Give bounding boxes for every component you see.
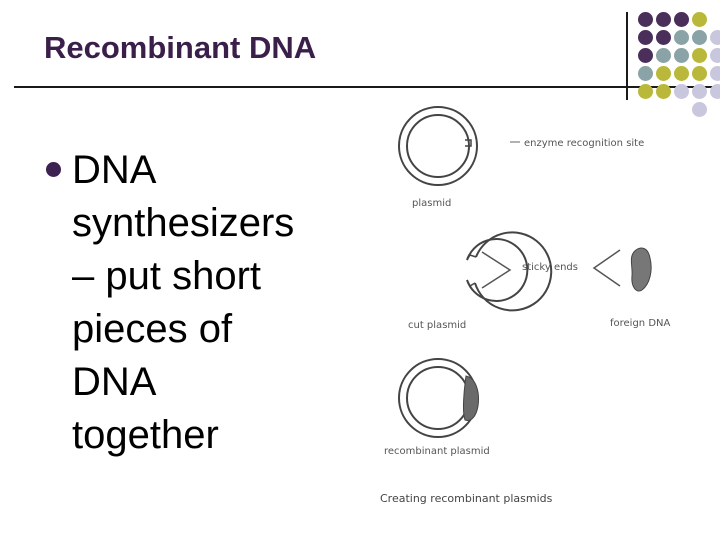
dot bbox=[692, 66, 707, 81]
dot bbox=[674, 84, 689, 99]
plasmid-diagram: enzyme recognition site plasmid sticky e… bbox=[370, 100, 690, 520]
foreign-dna-fragment bbox=[630, 247, 652, 292]
label-plasmid: plasmid bbox=[412, 198, 452, 209]
bullet-text: DNA synthesizers – put short pieces of D… bbox=[72, 144, 342, 462]
plasmid-ring bbox=[398, 106, 478, 186]
dot bbox=[656, 12, 671, 27]
dot bbox=[710, 48, 720, 63]
dot bbox=[692, 102, 707, 117]
dot bbox=[638, 48, 653, 63]
dot bbox=[638, 84, 653, 99]
label-sticky-ends: sticky ends bbox=[522, 262, 578, 273]
recombinant-plasmid-ring bbox=[398, 358, 479, 438]
dot bbox=[656, 48, 671, 63]
bullet-line: together bbox=[72, 413, 219, 457]
bullet-line: pieces of bbox=[72, 307, 233, 351]
dot bbox=[656, 30, 671, 45]
bullet-line: DNA bbox=[72, 360, 157, 404]
label-cut-plasmid: cut plasmid bbox=[408, 320, 467, 331]
dot bbox=[674, 66, 689, 81]
plasmid-diagram-svg bbox=[398, 106, 652, 438]
dot bbox=[638, 30, 653, 45]
dot bbox=[674, 12, 689, 27]
bullet-dot bbox=[46, 162, 61, 177]
title-underline-rule bbox=[14, 86, 718, 88]
dot bbox=[656, 84, 671, 99]
label-foreign-dna: foreign DNA bbox=[610, 318, 671, 329]
label-recombinant-plasmid: recombinant plasmid bbox=[384, 446, 490, 457]
slide-title: Recombinant DNA bbox=[44, 30, 317, 65]
bullet-line: – put short bbox=[72, 254, 262, 298]
arrow-left-icon bbox=[592, 249, 621, 287]
dot bbox=[674, 30, 689, 45]
vertical-rule bbox=[626, 12, 628, 100]
dot bbox=[692, 30, 707, 45]
dot bbox=[710, 30, 720, 45]
bullet-line: synthesizers bbox=[72, 201, 295, 245]
diagram-caption: Creating recombinant plasmids bbox=[380, 492, 553, 505]
dot bbox=[674, 48, 689, 63]
dot bbox=[692, 12, 707, 27]
dot bbox=[692, 48, 707, 63]
bullet-line: DNA bbox=[72, 148, 157, 192]
cut-plasmid-ring bbox=[466, 231, 553, 312]
dot bbox=[710, 84, 720, 99]
dot bbox=[638, 66, 653, 81]
dot bbox=[710, 66, 720, 81]
decorative-dot-grid bbox=[634, 8, 720, 128]
dot bbox=[692, 84, 707, 99]
label-enzyme-recognition-site: enzyme recognition site bbox=[524, 138, 645, 149]
dot bbox=[656, 66, 671, 81]
dot bbox=[638, 12, 653, 27]
